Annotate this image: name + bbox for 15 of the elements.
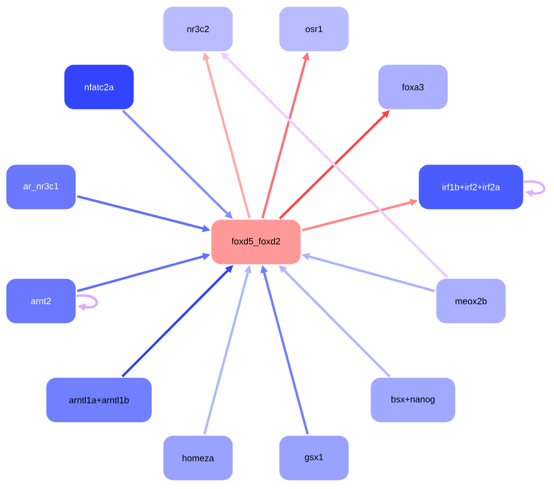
- node-box: nr3c2: [162, 6, 234, 52]
- node-box: foxa3: [378, 64, 448, 110]
- node-box: bsx+nanog: [370, 377, 456, 423]
- node-box: irf1b+irf2+irf2a: [418, 164, 524, 210]
- node-box: osr1: [278, 6, 350, 52]
- node-box: arntl1a+arntl1b: [46, 377, 152, 423]
- node-box: foxd5_foxd2: [210, 219, 302, 265]
- node-box: arnt2: [6, 278, 76, 324]
- node-box: homeza: [162, 435, 234, 481]
- node-box: gsx1: [278, 435, 350, 481]
- node-box: ar_nr3c1: [6, 164, 76, 210]
- arrow: [524, 180, 546, 197]
- arrow: [76, 294, 98, 311]
- node-box: meox2b: [436, 278, 506, 324]
- node-box: nfatc2a: [64, 64, 134, 110]
